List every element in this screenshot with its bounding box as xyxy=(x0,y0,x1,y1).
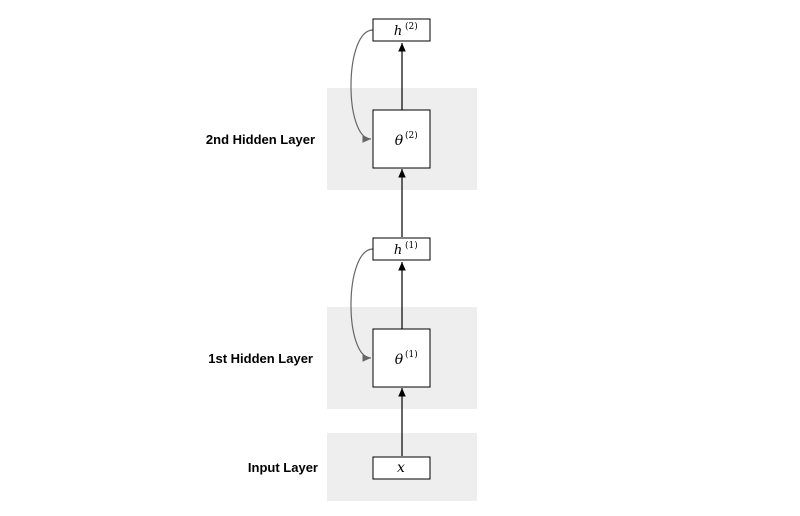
h1-symbol: h xyxy=(394,243,402,258)
h1-superscript: (1) xyxy=(405,240,418,251)
theta1-superscript: (1) xyxy=(405,349,418,360)
x-node: x xyxy=(372,456,431,480)
h2-symbol: h xyxy=(394,24,402,39)
x-symbol: x xyxy=(397,460,405,476)
theta2-superscript: (2) xyxy=(405,130,418,141)
h2-node: h (2) xyxy=(372,18,431,42)
theta1-node: θ (1) xyxy=(372,328,431,388)
h1-node: h (1) xyxy=(372,237,431,261)
loop-arrow-h1-to-theta1 xyxy=(350,248,374,362)
hidden2-label: 2nd Hidden Layer xyxy=(206,132,315,147)
theta2-node: θ (2) xyxy=(372,109,431,169)
hidden1-label: 1st Hidden Layer xyxy=(208,351,313,366)
theta1-symbol: θ xyxy=(395,352,404,368)
loop-arrow-h2-to-theta2 xyxy=(350,29,374,143)
theta2-symbol: θ xyxy=(395,133,404,149)
h2-superscript: (2) xyxy=(405,21,418,32)
input-label: Input Layer xyxy=(248,460,318,475)
